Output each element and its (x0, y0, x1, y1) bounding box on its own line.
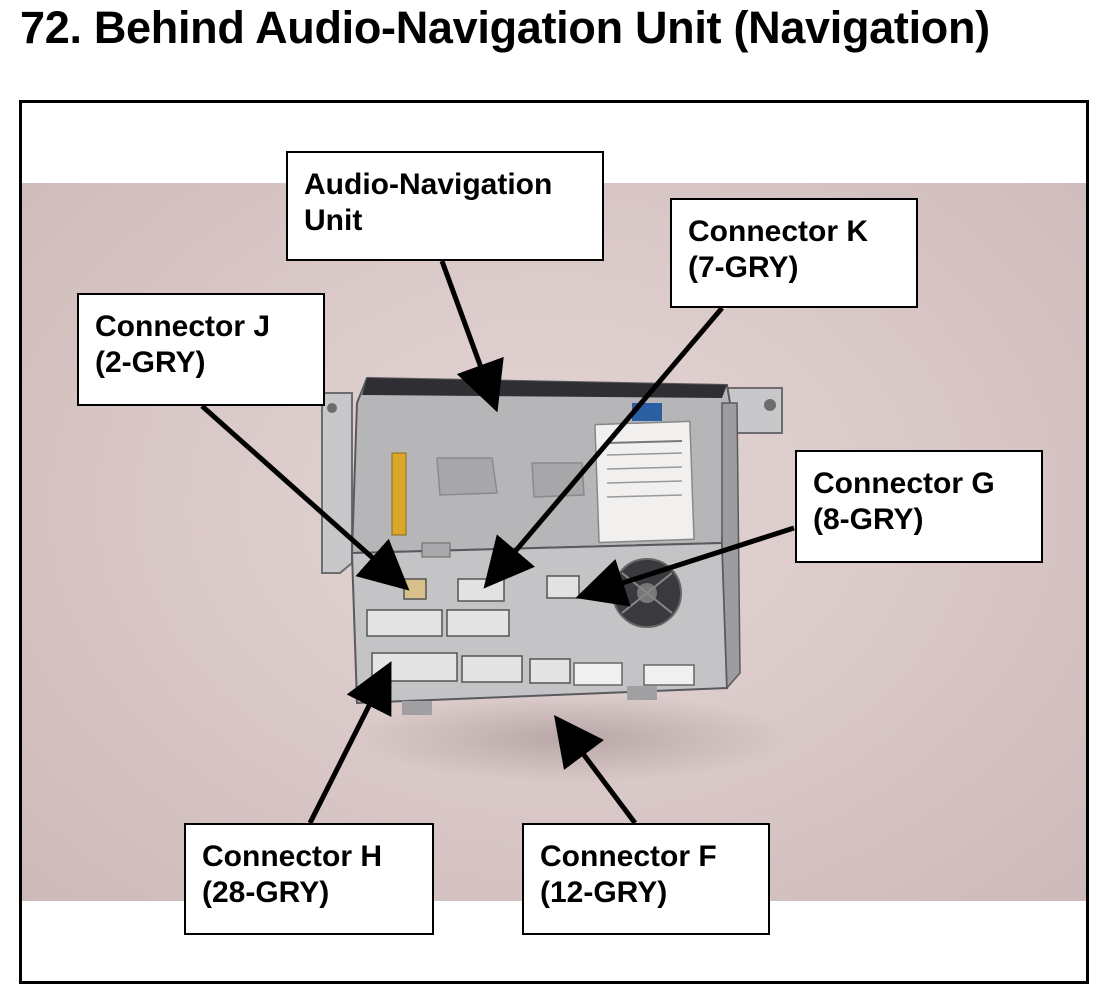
connector-h-leader (307, 661, 392, 825)
callout-line-1: Connector J (95, 310, 271, 343)
connector-g-socket (546, 575, 580, 599)
connector-f-leader (554, 715, 637, 825)
callout-connector-f: Connector F (12-GRY) (522, 823, 770, 935)
connector-row-2c (529, 658, 571, 684)
callout-line-1: Connector G (813, 467, 995, 500)
connector-j-leader (200, 404, 410, 591)
connector-row-2e (643, 664, 695, 686)
page-title: 72. Behind Audio-Navigation Unit (Naviga… (20, 2, 990, 53)
callout-line-1: Connector F (540, 840, 717, 873)
figure-frame: Audio-Navigation Unit Connector K (7-GRY… (19, 100, 1089, 984)
callout-line-2: Unit (304, 204, 363, 237)
callout-line-1: Connector H (202, 840, 382, 873)
callout-line-1: Connector K (688, 215, 868, 248)
callout-connector-h: Connector H (28-GRY) (184, 823, 434, 935)
side-panel (721, 402, 741, 690)
callout-line-2: (28-GRY) (202, 876, 330, 909)
callout-line-2: (8-GRY) (813, 503, 924, 536)
callout-connector-k: Connector K (7-GRY) (670, 198, 918, 308)
warning-label (391, 452, 407, 536)
audio-nav-unit-leader (439, 260, 504, 413)
callout-audio-navigation-unit: Audio-Navigation Unit (286, 151, 604, 261)
connector-g-leader (575, 525, 795, 607)
connector-k-socket (457, 578, 505, 602)
callout-connector-g: Connector G (8-GRY) (795, 450, 1043, 563)
left-mounting-bracket (321, 392, 353, 574)
callout-line-1: Audio-Navigation (304, 168, 553, 201)
connector-k-leader (483, 306, 724, 589)
connector-f-socket (461, 655, 523, 683)
callout-line-2: (2-GRY) (95, 346, 206, 379)
connector-j-socket (403, 578, 427, 600)
callout-line-2: (12-GRY) (540, 876, 668, 909)
connector-row-2d (573, 662, 623, 686)
callout-connector-j: Connector J (2-GRY) (77, 293, 325, 406)
audio-navigation-unit-photo (200, 260, 795, 825)
connector-row-1b (446, 609, 510, 637)
callout-line-2: (7-GRY) (688, 251, 799, 284)
connector-row-1a (366, 609, 443, 637)
